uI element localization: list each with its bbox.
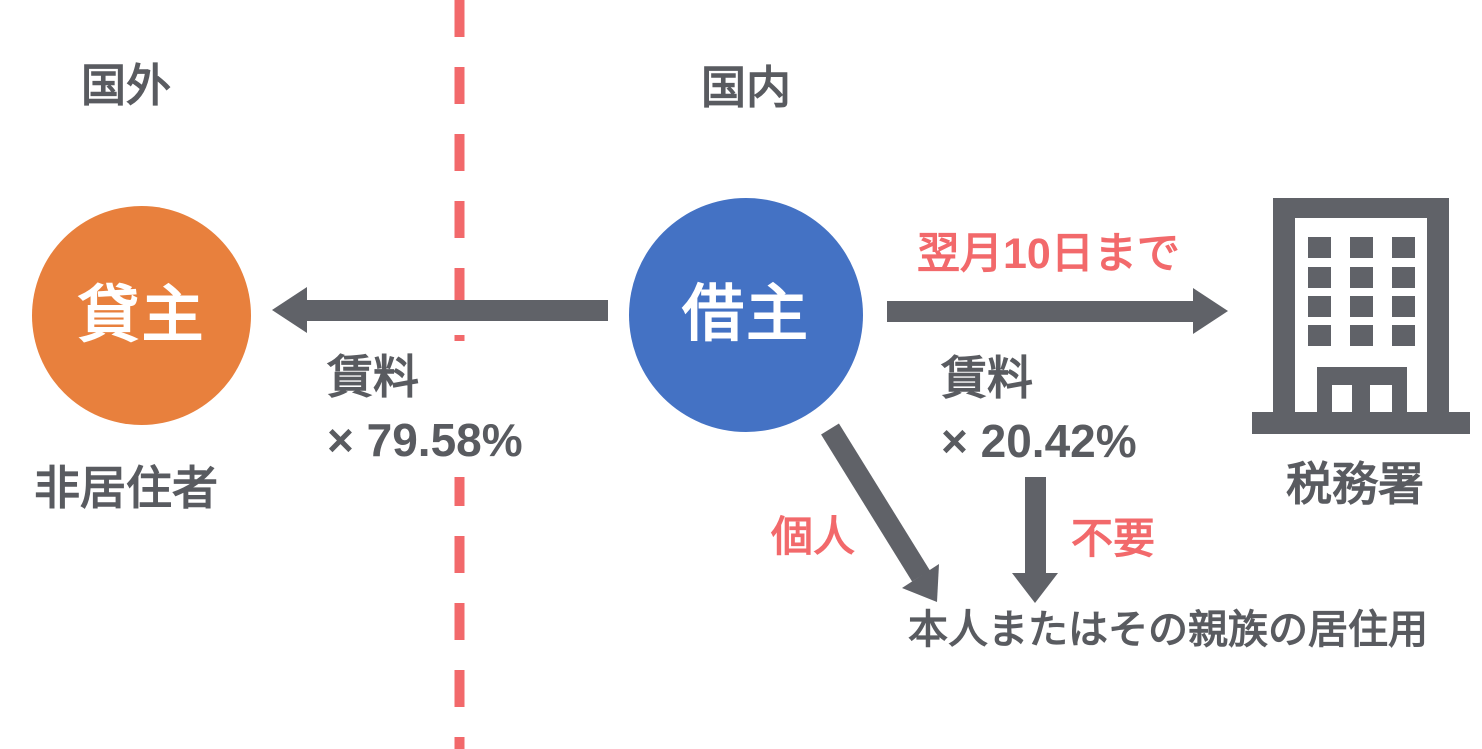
withholding-arrow	[887, 288, 1228, 334]
tenant-node: 借主	[629, 198, 863, 432]
tax-office-label: 税務署	[1286, 458, 1424, 510]
residence-label: 本人またはその親族の居住用	[908, 608, 1428, 652]
deadline-label: 翌月10日まで	[917, 230, 1180, 278]
exemption-label: 不要	[1071, 515, 1156, 562]
rent-rate-line2: × 79.58%	[327, 414, 523, 467]
individual-label: 個人	[771, 513, 856, 560]
exemption-arrow	[1012, 477, 1058, 603]
tenant-label: 借主	[681, 280, 810, 349]
withholding-rate-line1: 賃料	[941, 352, 1033, 404]
rent-arrow	[272, 287, 608, 333]
withholding-rate-label: 賃料 × 20.42%	[941, 347, 1137, 474]
building-icon	[1252, 198, 1470, 434]
individual-arrow	[821, 423, 939, 602]
region-label-domestic: 国内	[701, 62, 792, 113]
region-label-overseas: 国外	[81, 60, 172, 111]
landlord-label: 貸主	[77, 280, 206, 350]
rent-rate-line1: 賃料	[327, 351, 419, 403]
landlord-node: 貸主	[32, 206, 251, 425]
withholding-rate-line2: × 20.42%	[941, 415, 1137, 468]
rent-rate-box: 賃料 × 79.58%	[313, 341, 567, 477]
landlord-status-label: 非居住者	[34, 462, 218, 514]
